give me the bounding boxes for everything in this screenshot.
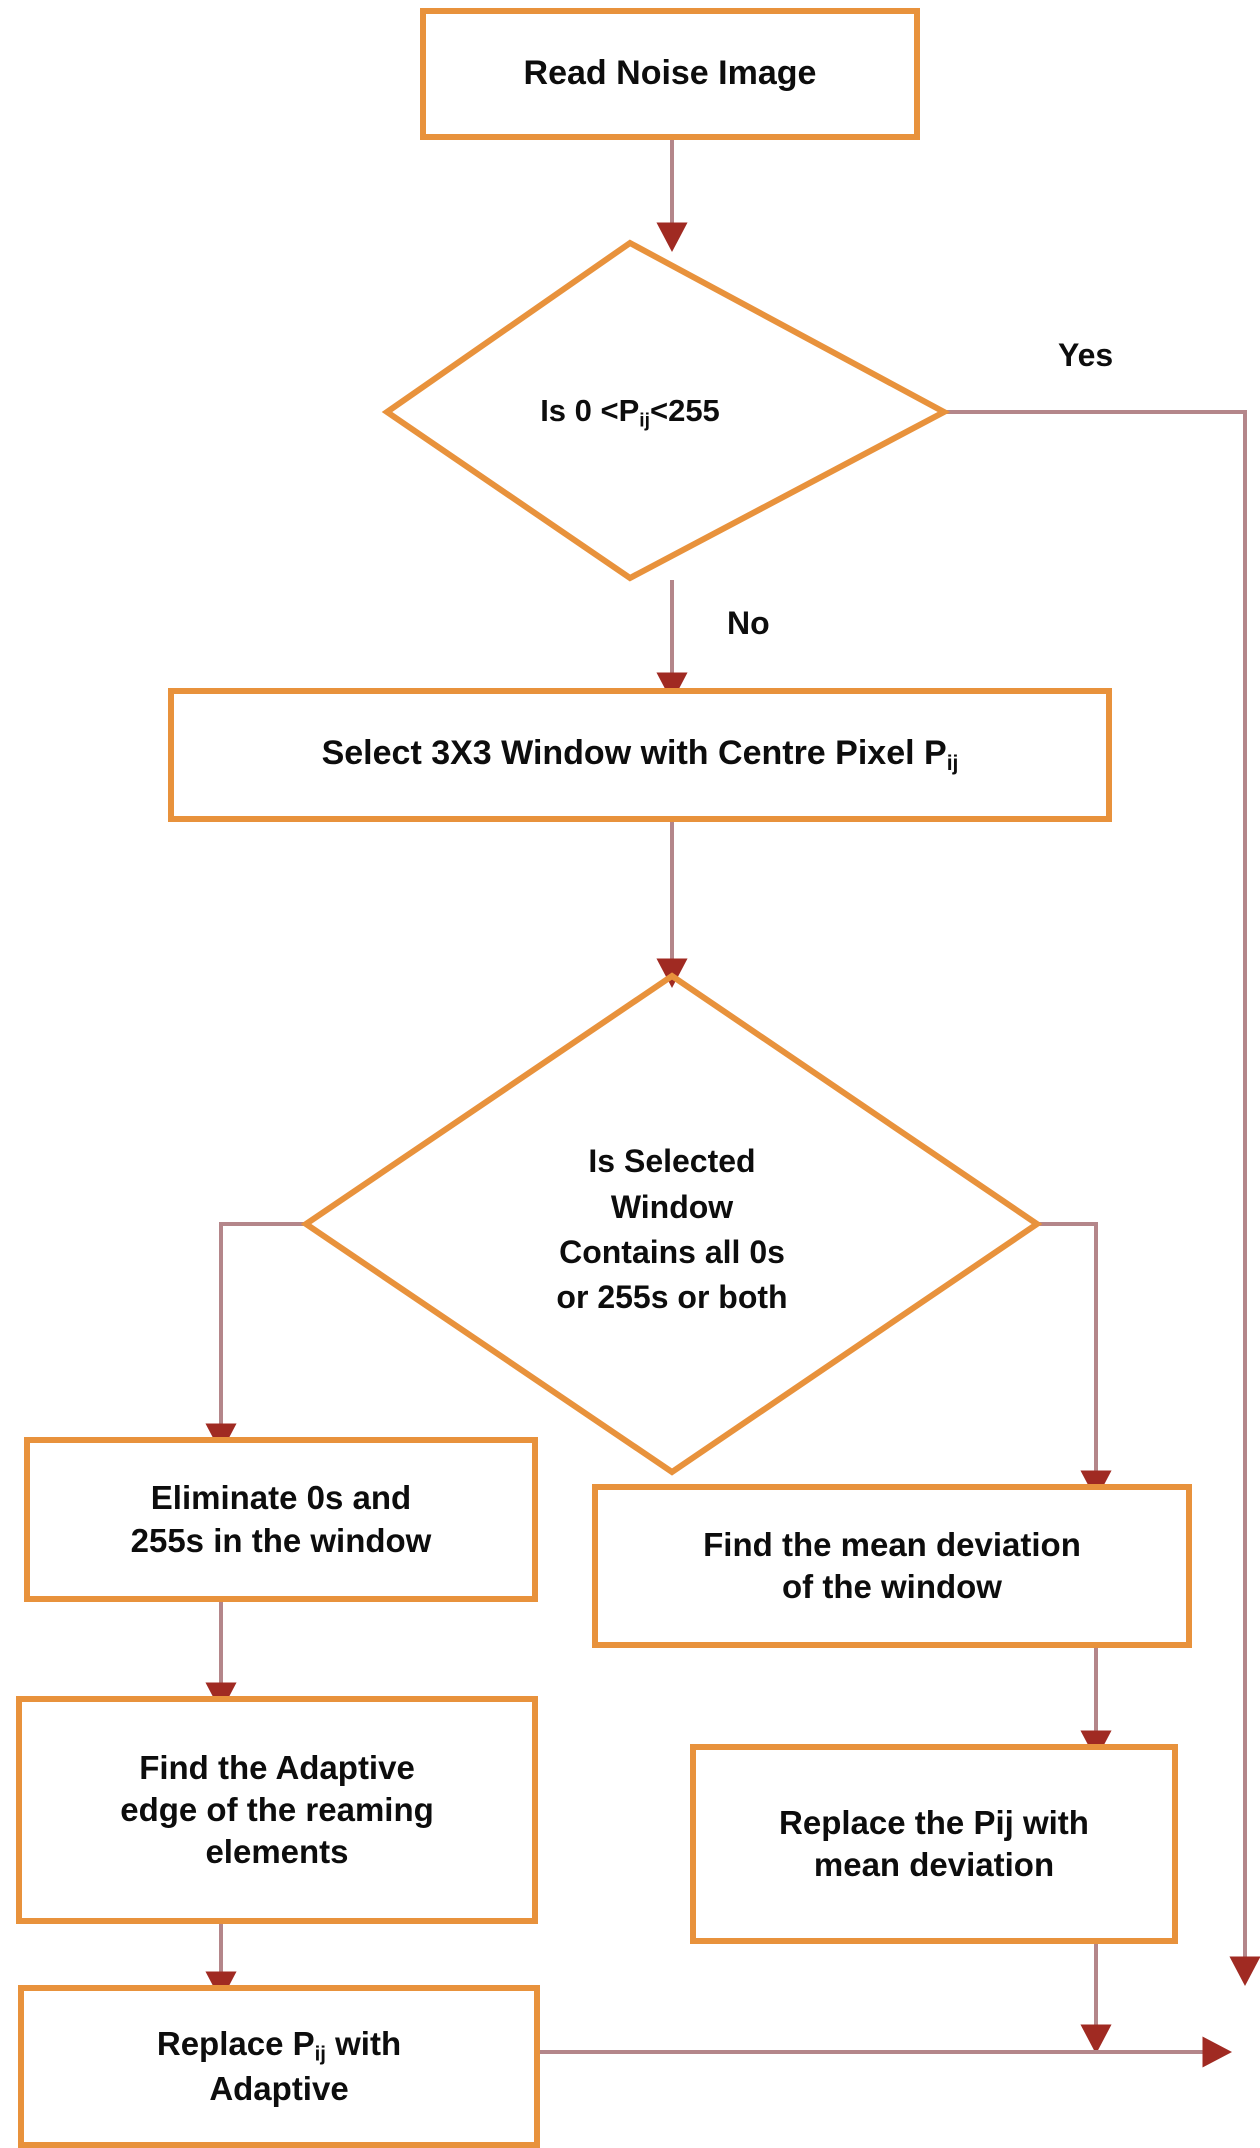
edge-decision2-right-to-mean-deviation: [1037, 1222, 1112, 1500]
edge-label-yes: Yes: [1058, 337, 1114, 373]
node-read-noise-image-label: Read Noise Image: [523, 54, 817, 93]
node-select-window-label: Select 3X3 Window with Centre Pixel P: [321, 734, 947, 773]
node-find-mean-deviation-line-1: Find the mean deviation: [703, 1525, 1081, 1563]
node-find-mean-deviation-line-2: of the window: [782, 1568, 1002, 1605]
node-select-window[interactable]: Select 3X3 Window with Centre Pixel Pij: [168, 688, 1112, 822]
node-replace-adaptive-line-2: Adaptive: [209, 2069, 349, 2107]
node-replace-with-mean-deviation[interactable]: Replace the Pij with mean deviation: [690, 1744, 1178, 1944]
decision-window-contains-extremes-shape: [300, 972, 1043, 1476]
node-eliminate-extremes-line-1: Eliminate 0s and: [150, 1479, 412, 1517]
node-replace-adaptive-part1: Replace P: [156, 2024, 315, 2062]
node-replace-mean-line-1: Replace the Pij with: [779, 1803, 1089, 1841]
node-replace-adaptive-part2: with: [325, 2024, 402, 2062]
edge-label-no: No: [727, 605, 770, 641]
edge-decision1-yes-feedback: [944, 410, 1260, 1986]
edge-decision2-left-to-eliminate: [205, 1222, 306, 1453]
node-find-adaptive-edge-line-1: Find the Adaptive: [139, 1748, 415, 1786]
node-replace-with-adaptive[interactable]: Replace Pij with Adaptive: [18, 1985, 540, 2148]
node-find-mean-deviation[interactable]: Find the mean deviation of the window: [592, 1484, 1192, 1648]
node-find-adaptive-edge-line-3: elements: [205, 1833, 349, 1871]
node-eliminate-extremes-line-2: 255s in the window: [130, 1521, 432, 1559]
node-replace-mean-line-2: mean deviation: [813, 1846, 1055, 1883]
decision-is-pij-in-range-shape: [381, 239, 951, 582]
node-read-noise-image[interactable]: Read Noise Image: [420, 8, 920, 140]
node-find-adaptive-edge[interactable]: Find the Adaptive edge of the reaming el…: [16, 1696, 538, 1924]
node-find-adaptive-edge-line-2: edge of the reaming: [120, 1790, 434, 1828]
node-eliminate-extremes[interactable]: Eliminate 0s and 255s in the window: [24, 1437, 538, 1602]
node-select-window-sub: ij: [946, 751, 959, 775]
node-replace-adaptive-sub: ij: [314, 2042, 326, 2066]
